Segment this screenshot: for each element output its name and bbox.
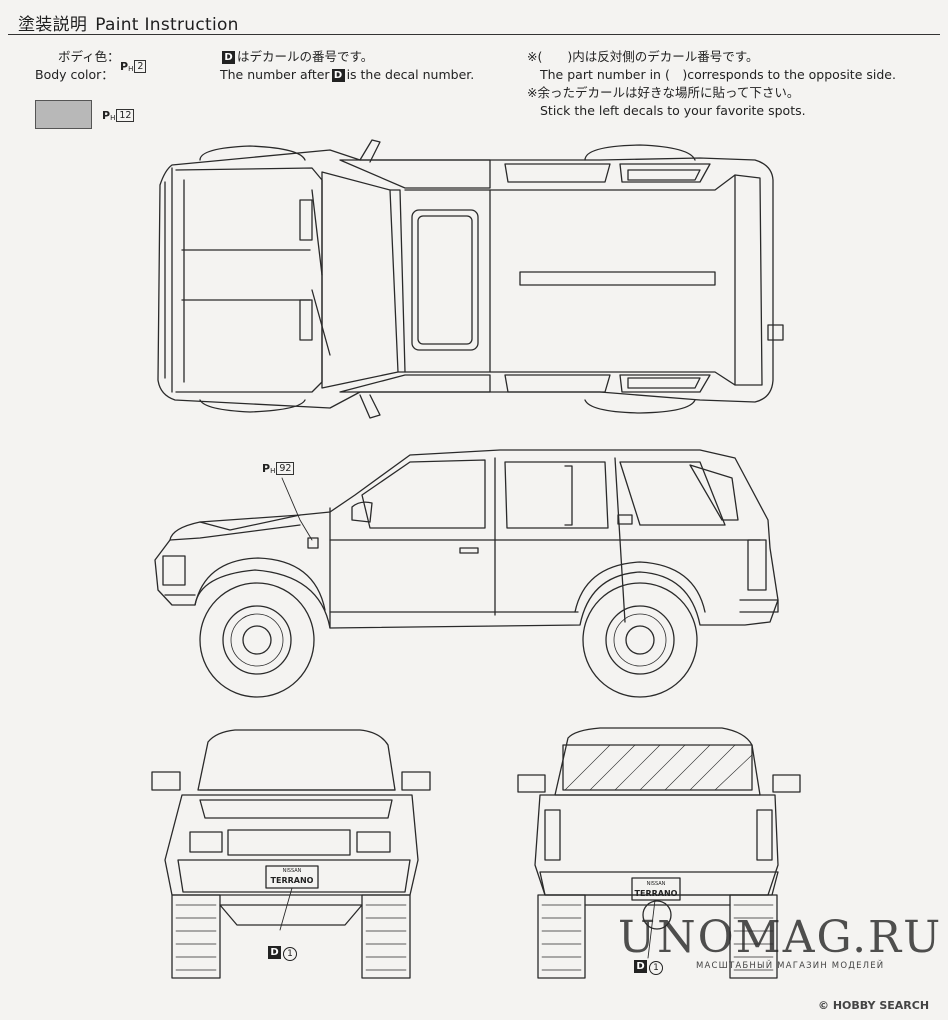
rear-plate-text: TERRANO — [634, 889, 678, 898]
top-view-drawing — [157, 139, 784, 419]
header-rule — [8, 34, 940, 35]
front-decal-number: 1 — [283, 947, 297, 961]
paint-swatch — [35, 100, 92, 129]
decal-letter-box: D — [222, 51, 235, 64]
front-plate: NISSAN TERRANO — [266, 867, 318, 885]
watermark-subtitle: МАСШТАБНЫЙ МАГАЗИН МОДЕЛЕЙ — [696, 961, 885, 971]
opposite-note-en: The part number in ( )corresponds to the… — [540, 67, 896, 82]
rear-plate: NISSAN TERRANO — [632, 880, 680, 898]
watermark-logo: UNOMAG.RU — [618, 912, 943, 963]
title-en: Paint Instruction — [95, 15, 239, 35]
rear-decal-letter: D — [634, 960, 647, 973]
rear-decal-number: 1 — [649, 961, 663, 975]
rear-plate-small: NISSAN — [646, 881, 666, 887]
rear-view-drawing — [517, 727, 801, 979]
page-header: 塗装説明 Paint Instruction — [0, 4, 948, 35]
decal-letter-box-2: D — [331, 69, 345, 82]
body-color-label-jp: ボディ色： — [58, 49, 120, 64]
side-view-drawing — [154, 449, 779, 698]
front-view-drawing — [151, 729, 431, 979]
title-jp: 塗装説明 — [18, 15, 88, 35]
body-color-label-en: Body color： — [35, 67, 114, 82]
front-plate-small: NISSAN — [282, 868, 302, 874]
front-plate-text: TERRANO — [270, 876, 314, 885]
spare-note-jp: ※余ったデカールは好きな場所に貼って下さい。 — [527, 85, 800, 100]
front-decal-letter: D — [268, 946, 281, 959]
spare-note-en: Stick the left decals to your favorite s… — [540, 103, 806, 118]
page-title: 塗装説明 Paint Instruction — [18, 10, 239, 35]
opposite-note-jp: ※( )内は反対側のデカール番号です。 — [527, 49, 759, 64]
source-watermark: © HOBBY SEARCH — [818, 999, 930, 1012]
